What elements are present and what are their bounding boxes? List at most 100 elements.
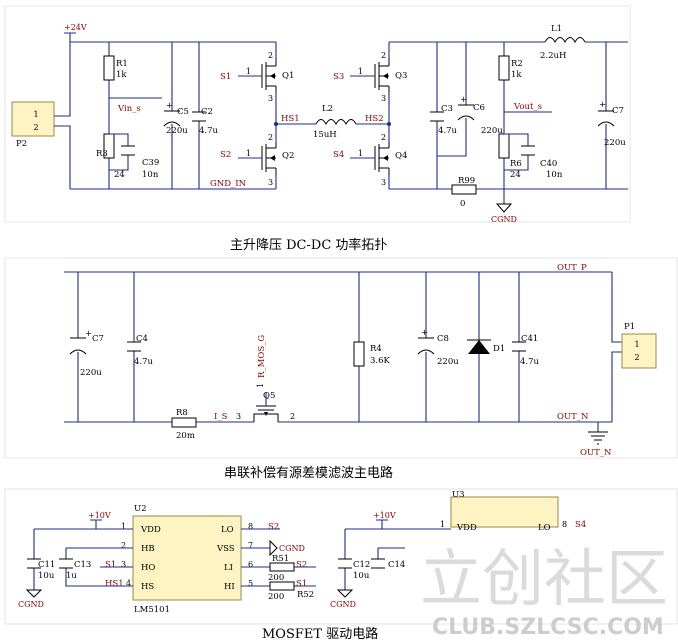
u3-net-s4: S4 [575,520,586,530]
f-c4-val: 4.7u [134,357,154,367]
q3-pin1: 1 [358,67,363,76]
c40-ref: C40 [540,159,557,169]
u2-pin-name-1: VDD [140,525,161,535]
c41-val: 4.7u [520,357,540,367]
c6-wires [437,42,467,157]
c41-ref: C41 [521,334,538,344]
p1-pin1: 1 [634,340,639,349]
c2-ref: C2 [201,107,213,117]
c14-wires [377,547,405,559]
watermark-cn: 立创社区 [420,542,668,615]
q5-pin1: 1 [256,383,265,388]
u2-ref: U2 [134,504,147,514]
q2-pin2: 2 [268,133,273,142]
ic-u3 [450,496,559,528]
c5-ref: C5 [177,107,189,117]
watermark-en: CLUB.SZLCSC.COM [432,615,664,640]
u2-left-wires [34,528,133,587]
out-p-label: OUT_P [557,263,587,273]
caption-dcdc-topology: 主升降压 DC-DC 功率拓扑 [230,237,387,253]
p2-wires [54,42,71,189]
hs2-label: HS2 [365,114,384,124]
u2-10v-label: +10V [88,511,111,520]
gnd-in-label: GND_IN [210,179,247,189]
r4-ref: R4 [370,344,382,354]
u2-net-hi: S1 [296,579,307,589]
junction-hs1 [274,122,278,126]
u2-right-wires [241,528,316,587]
l1-coil [544,37,586,44]
c3-val: 4.7u [438,126,458,136]
c40-val: 10n [546,170,563,180]
connector-p1 [621,333,657,369]
q1-ref: Q1 [282,71,294,81]
c5-plus: + [166,101,173,111]
p2-pin2: 2 [33,123,38,132]
f-c7-plus: + [85,329,92,339]
r6-body [498,133,510,159]
power-24v-symbol [64,32,76,42]
q5-pin3: 3 [236,412,241,421]
p1-wires [611,272,622,422]
r1-ref: R1 [116,59,128,69]
filter-rails [64,271,612,423]
q4-pin3: 3 [381,178,386,187]
q4-pin2: 2 [381,133,386,142]
hs1-label: HS1 [281,114,300,124]
u3-cgnd-symbol [336,589,354,598]
l1-val: 2.2uH [540,51,566,61]
u3-pin-1: 1 [440,520,445,529]
c8-plus: + [421,328,428,338]
divider-left-wires [108,42,162,189]
r99-val: 0 [460,199,465,209]
u3-pin-8: 8 [562,520,567,529]
c7-plus: + [599,100,606,110]
r4-val: 3.6K [370,356,391,366]
vin-s-label: Vin_s [117,104,141,114]
c5-plate-neg [163,121,181,127]
power-24v-label: +24V [64,23,87,32]
ic-u2 [132,515,242,601]
u2-pin-num-6: 6 [248,560,253,569]
u2-part: LM5101 [134,605,170,615]
u2-pin-name-2: HB [141,544,155,554]
c6-plate-neg [457,115,475,121]
c39-ref: C39 [142,158,159,168]
l2-val: 15uH [313,130,337,140]
r4-body [353,341,365,367]
f-c7-ref: C7 [92,334,104,344]
section-frame-3 [4,488,678,625]
r8-ref: R8 [176,408,188,418]
c6-val: 220u [481,126,503,136]
c7-plate-neg [597,121,615,127]
u3-cgnd-label: CGND [330,600,356,609]
r52-val: 200 [268,592,284,602]
c12-plates [338,558,352,569]
p2-pin1: 1 [33,110,38,119]
c8-plate-neg [417,349,435,355]
p1-ref: P1 [624,322,635,332]
q2-ref: Q2 [282,151,294,161]
u2-pin-num-4: 4 [126,579,131,588]
u2-pin-num-1: 1 [121,522,126,531]
cgnd-label: CGND [491,215,517,224]
c12-val: 10u [353,571,370,581]
q2-pin3: 3 [268,178,273,187]
c13-val: 1u [66,571,77,581]
u3-ref: U3 [452,490,465,500]
u2-pin-num-5: 5 [248,579,253,588]
u2-net-ho: S1 [105,560,116,570]
cgnd-symbol [495,203,513,213]
l2-coil [315,119,357,126]
r2-ref: R2 [511,59,523,69]
q1-pin3: 3 [268,94,273,103]
u3-pin-vdd: VDD [456,523,477,533]
u2-pin-name-5: HI [224,582,235,592]
c40-plates [521,145,535,156]
u2-pin-num-2: 2 [121,541,126,550]
c39-wires [109,133,129,171]
c3-ref: C3 [441,104,453,114]
out-n-ground-symbol [588,431,608,445]
r1-val: 1k [116,70,127,80]
